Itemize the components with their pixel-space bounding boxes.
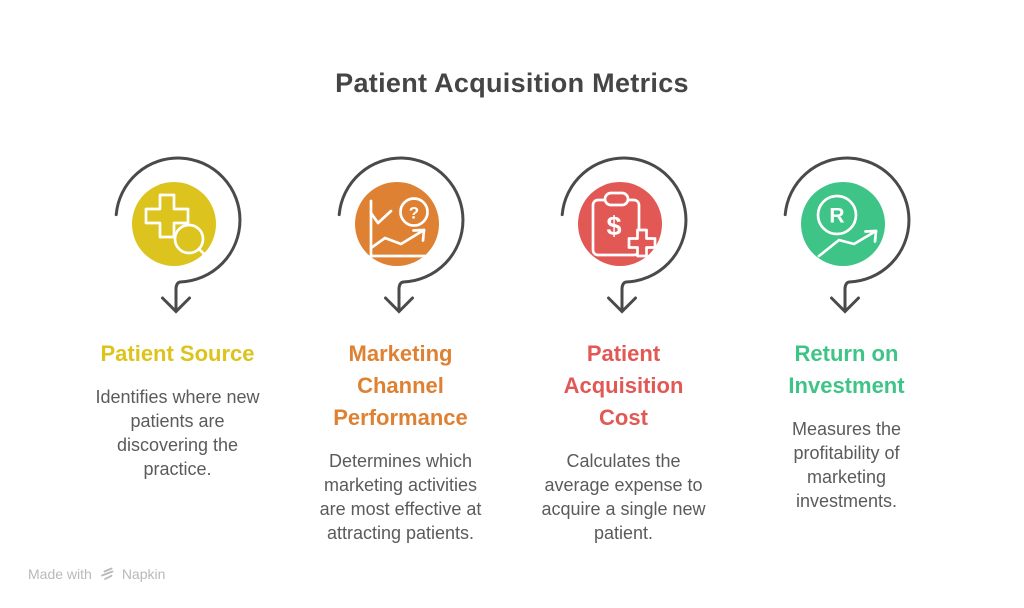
plus-glyph <box>627 228 656 258</box>
metric-description: Measures the profitability of marketing … <box>791 419 902 511</box>
clipboard-dollar-plus-icon: $ <box>560 156 687 314</box>
roi-circle-trend-icon: R <box>783 156 910 314</box>
metric-description: Calculates the average expense to acquir… <box>541 451 706 543</box>
question-circle-glyph <box>398 197 429 227</box>
metric-description: Determines which marketing activities ar… <box>319 451 482 543</box>
trend-line-glyph <box>369 228 425 250</box>
ring-arrow-icon <box>783 156 910 314</box>
chart-peak-glyph <box>369 209 392 225</box>
r-glyph: R <box>829 205 844 228</box>
metric-card-acquisition-cost: $ Patient Acquisition Cost Calculates th… <box>523 140 724 545</box>
chart-axes-glyph <box>369 199 426 258</box>
icon-disc <box>354 182 439 266</box>
magnifier-glyph <box>173 223 204 255</box>
r-badge-circle <box>816 194 857 236</box>
page-title: Patient Acquisition Metrics <box>335 68 689 98</box>
trend-line-glyph <box>817 229 877 258</box>
napkin-brand-label: Napkin <box>121 566 166 582</box>
clipboard-clip-glyph <box>603 191 629 207</box>
metrics-row: Patient Source Identifies where new pati… <box>0 140 1024 545</box>
trend-arrowhead <box>411 228 425 242</box>
metric-description: Identifies where new patients are discov… <box>95 387 260 479</box>
trend-arrowhead <box>863 229 877 243</box>
metric-heading: Patient Source <box>100 341 255 366</box>
ring-arrow-icon <box>114 156 241 314</box>
watermark: Made with Napkin <box>28 566 165 582</box>
metric-card-marketing-channel: ? Marketing Channel Performance Determin… <box>300 140 501 545</box>
napkin-logo-icon <box>100 567 114 580</box>
made-with-label: Made with <box>28 566 92 582</box>
metric-heading: Return on Investment <box>788 341 905 398</box>
chart-question-icon: ? <box>337 156 464 314</box>
metric-heading: Marketing Channel Performance <box>333 341 468 430</box>
ring-arrow-icon <box>337 156 464 314</box>
ring-arrow-icon <box>560 156 687 314</box>
medical-cross-search-icon <box>114 156 241 314</box>
metric-heading: Patient Acquisition Cost <box>563 341 684 430</box>
dollar-glyph: $ <box>606 211 621 241</box>
metric-card-patient-source: Patient Source Identifies where new pati… <box>77 140 278 545</box>
magnifier-handle <box>197 247 206 256</box>
question-glyph: ? <box>408 204 418 223</box>
metric-card-roi: R Return on Investment Measures the prof… <box>746 140 947 545</box>
